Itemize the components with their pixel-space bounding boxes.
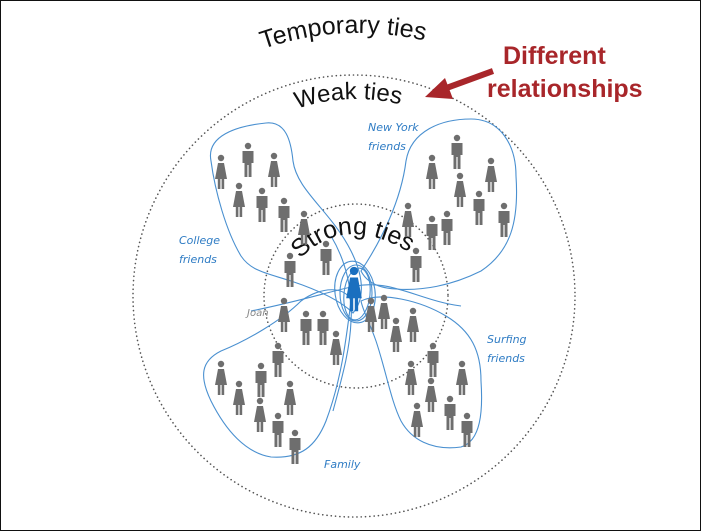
focus-loop (334, 260, 376, 324)
college-label-line2: friends (179, 253, 217, 266)
person-figure-surfing-woman (411, 402, 423, 437)
focus-person-icon (346, 266, 362, 312)
person-figure-newyork-man (441, 210, 453, 245)
person-figure-strong-man (317, 310, 329, 345)
person-figure-family-woman (215, 360, 227, 395)
callout-arrow (425, 68, 495, 99)
weak-ties-circle (132, 74, 576, 518)
person-figure-family-woman (233, 380, 245, 415)
person-figure-surfing-woman (425, 377, 437, 412)
people-figures (215, 134, 510, 464)
person-figure-college-man (256, 187, 268, 222)
callout-line1: Different (503, 42, 606, 70)
person-figure-college-woman (268, 152, 280, 187)
person-figure-family-woman (254, 397, 266, 432)
person-figure-strong-woman (330, 330, 342, 365)
person-figure-newyork-man (498, 202, 510, 237)
person-figure-newyork-man (473, 190, 485, 225)
person-figure-college-man (284, 252, 296, 287)
person-figure-newyork-man (426, 215, 438, 250)
person-figure-family-woman (284, 380, 296, 415)
college-label-line1: College (179, 234, 220, 247)
person-figure-surfing-man (461, 412, 473, 447)
strong-ties-circle (263, 203, 449, 389)
person-figure-surfing-woman (456, 360, 468, 395)
newyork-group-outline (360, 118, 518, 290)
person-figure-strong-woman (378, 294, 390, 329)
person-figure-surfing-man (427, 342, 439, 377)
person-figure-family-man (272, 342, 284, 377)
person-figure-surfing-man (444, 395, 456, 430)
joan-label: Joan (245, 308, 269, 319)
person-figure-college-woman (298, 210, 310, 245)
person-figure-newyork-woman (485, 157, 497, 192)
person-figure-strong-woman (365, 297, 377, 332)
focus-loop (339, 264, 373, 322)
person-figure-strong-man (300, 310, 312, 345)
person-figure-family-man (289, 429, 301, 464)
person-figure-family-man (272, 412, 284, 447)
person-figure-surfing-woman (405, 360, 417, 395)
person-figure-newyork-man (410, 247, 422, 282)
person-figure-strong-woman (278, 297, 290, 332)
person-figure-college-man (278, 197, 290, 232)
person-figure-college-man (320, 240, 332, 275)
person-figure-strong-woman (407, 307, 419, 342)
callout-line2: relationships (487, 75, 643, 103)
surfing-label-line1: Surfing (487, 333, 527, 346)
person-figure-newyork-man (451, 134, 463, 169)
person-figure-newyork-woman (454, 172, 466, 207)
person-figure-college-woman (233, 182, 245, 217)
family-label: Family (324, 458, 361, 471)
family-group-outline (203, 289, 352, 458)
person-figure-family-man (255, 362, 267, 397)
focus-loop (343, 267, 371, 321)
person-figure-college-woman (215, 154, 227, 189)
newyork-label-line1: New York (368, 121, 419, 134)
temporary-ties-label: Temporary ties (256, 11, 429, 55)
newyork-label-line2: friends (368, 140, 406, 153)
person-figure-college-man (242, 142, 254, 177)
weak-ties-label: Weak ties (291, 78, 405, 115)
surfing-label-line2: friends (487, 352, 525, 365)
person-figure-newyork-woman (402, 202, 414, 237)
person-figure-newyork-woman (426, 154, 438, 189)
person-figure-strong-woman (390, 317, 402, 352)
